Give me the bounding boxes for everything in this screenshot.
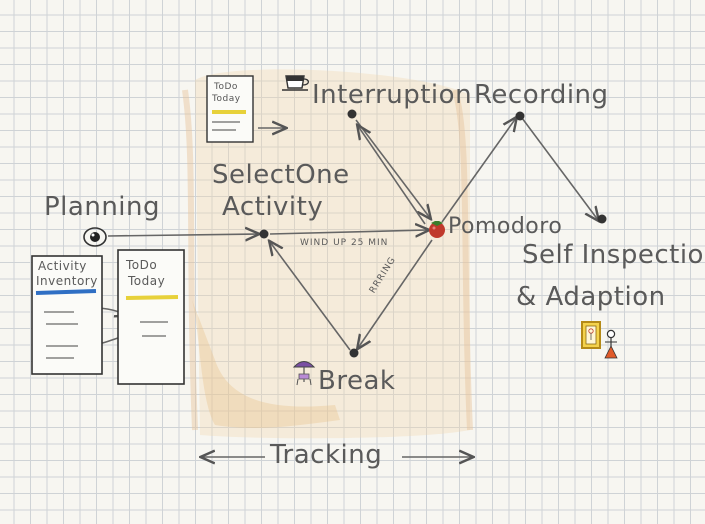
person-icon	[604, 329, 618, 359]
node-dot-self-inspection	[597, 214, 607, 224]
node-label-planning: Planning	[44, 192, 160, 222]
node-label-pomodoro: Pomodoro	[448, 214, 563, 239]
eye-icon	[83, 227, 107, 247]
node-label-self-inspection-line2: & Adaption	[516, 282, 666, 312]
edge-pomodoro-to-recording	[441, 118, 516, 223]
inventory-title-1: Activity	[38, 259, 87, 273]
edge-break-to-select	[270, 242, 351, 351]
edge-pomodoro-to-break	[358, 239, 433, 348]
node-dot-select	[259, 229, 269, 239]
node-label-self-inspection-line1: Self Inspection	[522, 240, 705, 270]
todo-small-document	[206, 75, 254, 143]
edge-interruption-to-pomodoro	[355, 119, 430, 218]
todo-large-title-2: Today	[128, 274, 166, 288]
tomato-icon	[429, 221, 445, 238]
todo-large-title-1: ToDo	[126, 258, 158, 272]
node-label-tracking: Tracking	[270, 440, 383, 470]
inventory-title-2: Inventory	[36, 274, 98, 288]
node-label-select-line2: Activity	[222, 192, 324, 222]
node-dot-interruption	[347, 109, 357, 119]
node-label-recording: Recording	[474, 80, 609, 110]
node-dot-break	[349, 348, 359, 358]
edge-label-wind-up: WIND UP 25 MIN	[300, 238, 389, 248]
node-label-select-line1: SelectOne	[212, 160, 350, 190]
edge-pomodoro-to-interruption	[358, 126, 426, 225]
edge-recording-to-self	[521, 117, 598, 220]
mirror-icon	[581, 321, 601, 349]
node-label-break: Break	[318, 366, 396, 396]
coffee-cup-icon	[282, 75, 310, 91]
todo-large-document	[117, 249, 185, 385]
node-label-interruption: Interruption	[312, 80, 473, 110]
todo-small-title-1: ToDo	[214, 82, 238, 92]
node-dot-recording	[515, 111, 525, 121]
umbrella-icon	[292, 361, 316, 386]
activity-inventory-document	[31, 255, 103, 375]
todo-small-title-2: Today	[212, 94, 241, 104]
edge-select-to-pomodoro	[269, 230, 428, 234]
edge-planning-to-select	[107, 234, 258, 236]
